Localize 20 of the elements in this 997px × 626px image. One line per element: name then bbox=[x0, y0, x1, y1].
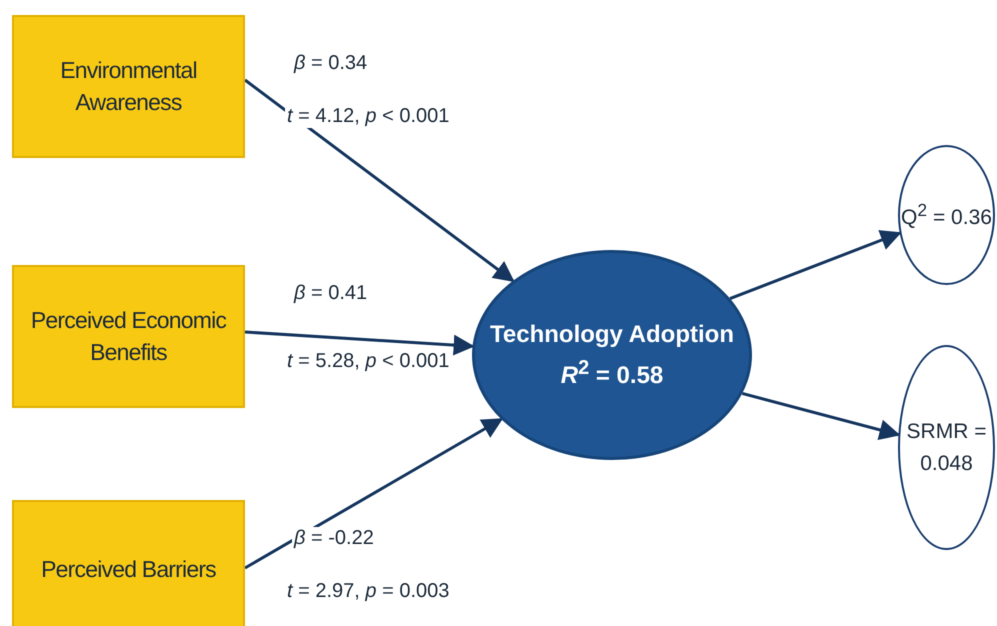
significance-statistic: t = 2.97, p = 0.003 bbox=[285, 580, 452, 603]
node-label: Technology Adoption bbox=[490, 320, 734, 348]
factor-box bbox=[12, 500, 245, 626]
path-arrow bbox=[742, 392, 900, 440]
node-label: Perceived Economic Benefits bbox=[30, 306, 228, 366]
factor-box bbox=[12, 265, 245, 408]
node-label: SRMR = 0.048 bbox=[906, 419, 988, 476]
node-label: Perceived Barriers bbox=[41, 555, 216, 584]
node-label: Q$^{2}$ = 0.36 bbox=[901, 198, 992, 231]
path-arrow bbox=[244, 418, 504, 570]
path-coefficient: β = 0.41 bbox=[292, 282, 370, 305]
path-coefficient: β = 0.34 bbox=[292, 52, 370, 75]
path-arrow bbox=[244, 330, 475, 356]
factor-box bbox=[12, 15, 245, 158]
significance-statistic: t = 5.28, p < 0.001 bbox=[285, 350, 452, 373]
path-coefficient: β = -0.22 bbox=[292, 527, 376, 550]
node-statistic: R$^{2}$ = 0.58 bbox=[560, 356, 664, 390]
path-arrow bbox=[244, 78, 515, 282]
node-label: Environmental Awareness bbox=[59, 56, 198, 116]
significance-statistic: t = 4.12, p < 0.001 bbox=[285, 105, 452, 128]
